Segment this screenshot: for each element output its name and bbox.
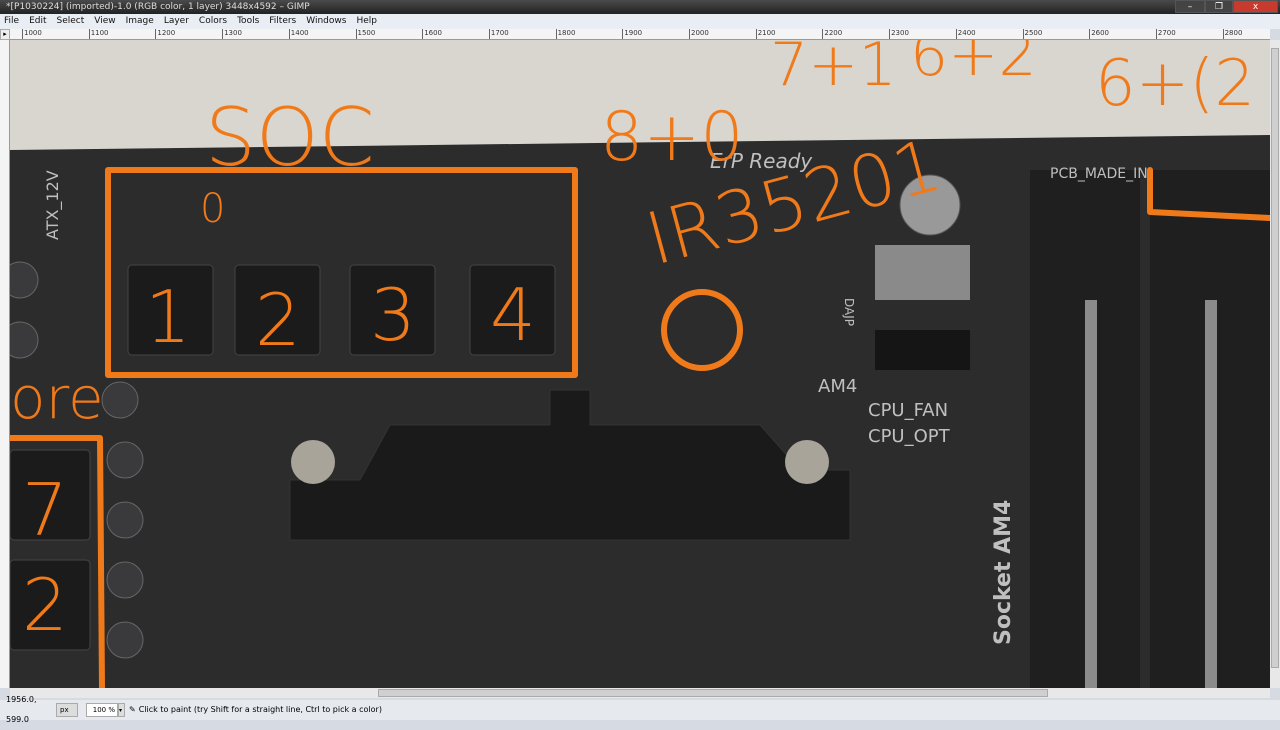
board-label-dajp: DAJP xyxy=(842,298,856,326)
annotation-6-2: 6+2 xyxy=(910,40,1037,90)
ruler-label: 1400 xyxy=(288,29,309,39)
menu-help[interactable]: Help xyxy=(356,16,377,26)
status-message: Click to paint (try Shift for a straight… xyxy=(138,705,382,714)
menu-colors[interactable]: Colors xyxy=(198,16,228,26)
zoom-input[interactable]: 100 % xyxy=(86,703,118,717)
menu-layer[interactable]: Layer xyxy=(163,16,189,26)
annotation-phase-3: 3 xyxy=(370,273,416,357)
image-canvas[interactable]: ErP Ready ATX_12V DAJP AM4 CPU_FAN CPU_O… xyxy=(10,40,1270,688)
zoom-dropdown-icon[interactable]: ▾ xyxy=(118,703,125,717)
board-label-cpu-opt: CPU_OPT xyxy=(868,426,951,447)
soc-phase-box xyxy=(105,167,578,378)
menu-select[interactable]: Select xyxy=(56,16,85,26)
board-label-erp: ErP Ready xyxy=(710,149,813,173)
ruler-label: 2500 xyxy=(1022,29,1042,39)
annotation-core-7: 7 xyxy=(22,468,68,552)
ruler-label: 2200 xyxy=(822,29,842,39)
annotation-8-0: 8+0 xyxy=(600,98,744,177)
vertical-ruler[interactable] xyxy=(0,40,10,688)
ruler-label: 2600 xyxy=(1089,29,1109,39)
controller-circle xyxy=(661,289,743,371)
board-label-cpu-fan: CPU_FAN xyxy=(868,400,948,421)
ruler-label: 1000 xyxy=(22,29,42,39)
scroll-thumb[interactable] xyxy=(1271,48,1279,668)
annotation-7-1: 7+1 xyxy=(770,40,897,100)
ruler-label: 1900 xyxy=(622,29,642,39)
capacitors xyxy=(10,261,144,659)
annotation-soc: SOC xyxy=(205,91,375,184)
pointer-coordinates: 1956.0, 599.0 xyxy=(6,695,37,724)
close-button[interactable]: x xyxy=(1233,0,1278,13)
board-label-socket: Socket AM4 xyxy=(991,500,1016,645)
fan-header xyxy=(875,330,970,370)
core-phase-box xyxy=(10,435,105,688)
ruler-label: 2300 xyxy=(889,29,909,39)
window-title: *[P1030224] (imported)-1.0 (RGB color, 1… xyxy=(6,2,310,12)
horizontal-ruler[interactable]: 1000 1100 1200 1300 1400 1500 1600 1700 1800 1900… xyxy=(10,29,1270,40)
annotation-6-2b: 6+(2 xyxy=(1095,47,1255,121)
menu-tools[interactable]: Tools xyxy=(237,16,260,26)
annotation-core: ore xyxy=(10,364,104,432)
menu-bar: File Edit Select View Image Layer Colors… xyxy=(0,14,1280,29)
annotation-phase-4: 4 xyxy=(490,273,536,357)
status-bar: 1956.0, 599.0 px 100 % ▾ ✎ Click to pain… xyxy=(0,695,1280,724)
maximize-button[interactable]: ❐ xyxy=(1205,0,1233,13)
menu-filters[interactable]: Filters xyxy=(269,16,297,26)
menu-file[interactable]: File xyxy=(4,16,20,26)
paintbrush-icon: ✎ xyxy=(129,705,136,714)
ruler-label: 1800 xyxy=(555,29,575,39)
right-box xyxy=(1147,167,1270,221)
menu-image[interactable]: Image xyxy=(125,16,154,26)
menu-view[interactable]: View xyxy=(94,16,116,26)
board-label-am4: AM4 xyxy=(818,376,857,397)
annotation-phase-1: 1 xyxy=(145,275,191,359)
board-label-atx: ATX_12V xyxy=(43,170,63,240)
annotation-core-2: 2 xyxy=(22,563,68,647)
annotation-dot: 0 xyxy=(200,186,225,232)
ruler-label: 2400 xyxy=(955,29,976,39)
ruler-label: 2800 xyxy=(1222,29,1242,39)
menu-windows[interactable]: Windows xyxy=(306,16,347,26)
title-bar: *[P1030224] (imported)-1.0 (RGB color, 1… xyxy=(0,0,1280,14)
dimm-slots xyxy=(1030,170,1270,688)
background-wall xyxy=(10,40,1270,150)
quick-mask-toggle[interactable]: ▸ xyxy=(0,29,10,40)
board-label-pcb: PCB_MADE_IN xyxy=(1050,166,1148,182)
scroll-thumb[interactable] xyxy=(378,689,1048,697)
ruler-label: 2000 xyxy=(689,29,709,39)
minimize-button[interactable]: – xyxy=(1175,0,1205,13)
ruler-label: 1300 xyxy=(222,29,242,39)
screw xyxy=(785,440,829,484)
ruler-label: 2700 xyxy=(1155,29,1176,39)
ruler-label: 1600 xyxy=(422,29,442,39)
horizontal-scrollbar[interactable] xyxy=(10,688,1270,698)
annotation-phase-2: 2 xyxy=(255,278,301,362)
menu-edit[interactable]: Edit xyxy=(29,16,47,26)
ruler-label: 1500 xyxy=(355,29,375,39)
mount-hole xyxy=(899,174,961,236)
vertical-scrollbar[interactable] xyxy=(1270,40,1280,688)
vrm-chokes xyxy=(10,264,556,651)
ruler-label: 2100 xyxy=(755,29,776,39)
ruler-label: 1700 xyxy=(488,29,509,39)
fan-header xyxy=(875,245,970,300)
ruler-label: 1100 xyxy=(88,29,109,39)
ruler-label: 1200 xyxy=(155,29,175,39)
unit-select[interactable]: px xyxy=(56,703,78,717)
screw xyxy=(291,440,335,484)
